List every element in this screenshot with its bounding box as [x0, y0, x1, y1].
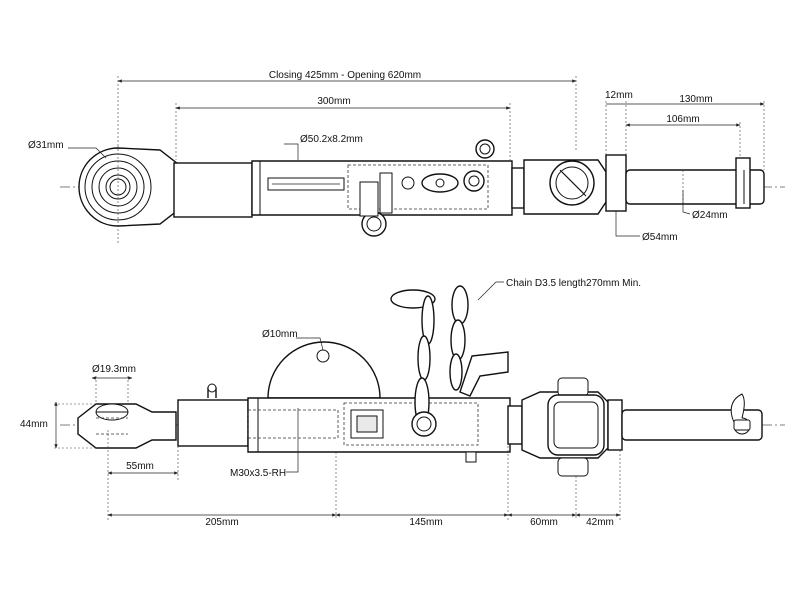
seg1-label: 205mm [205, 517, 238, 528]
seg2-label: 145mm [409, 517, 442, 528]
seg4-label: 42mm [586, 517, 614, 528]
top-view: Closing 425mm - Opening 620mm 300mm Ø50.… [28, 70, 785, 245]
top-ball-eye [78, 145, 179, 245]
side-ball-end [77, 403, 177, 449]
body-length-label: 300mm [317, 96, 350, 107]
side-clevis [507, 377, 609, 477]
flange-diameter-label: Ø54mm [642, 232, 678, 243]
side-view: Chain D3.5 length270mm Min. Ø10mm Ø19.3m… [20, 278, 785, 528]
tube-size-label: Ø50.2x8.2mm [300, 134, 363, 145]
seg3-label: 60mm [530, 517, 558, 528]
flange-gap-label: 12mm [605, 90, 633, 101]
top-tube-body [173, 139, 513, 237]
top-clevis [511, 159, 607, 215]
pin-length-label: 106mm [666, 114, 699, 125]
ball-eye-label: Ø31mm [28, 140, 64, 151]
pin-diameter-label: Ø24mm [692, 210, 728, 221]
side-pin [607, 393, 763, 451]
hole-label: Ø10mm [262, 329, 298, 340]
top-pin [605, 154, 765, 212]
side-dimensions: Chain D3.5 length270mm Min. Ø10mm Ø19.3m… [20, 278, 641, 528]
side-chain [390, 285, 509, 437]
side-tube [177, 383, 511, 463]
height-label: 44mm [20, 419, 48, 430]
top-dimensions: Closing 425mm - Opening 620mm 300mm Ø50.… [28, 70, 765, 243]
ball-hole-label: Ø19.3mm [92, 364, 136, 375]
side-half-disc [267, 341, 381, 399]
closing-opening-label: Closing 425mm - Opening 620mm [269, 70, 421, 81]
thread-label: M30x3.5-RH [230, 468, 286, 479]
pin-total-label: 130mm [679, 94, 712, 105]
chain-label: Chain D3.5 length270mm Min. [506, 278, 641, 289]
ball-offset-label: 55mm [126, 461, 154, 472]
